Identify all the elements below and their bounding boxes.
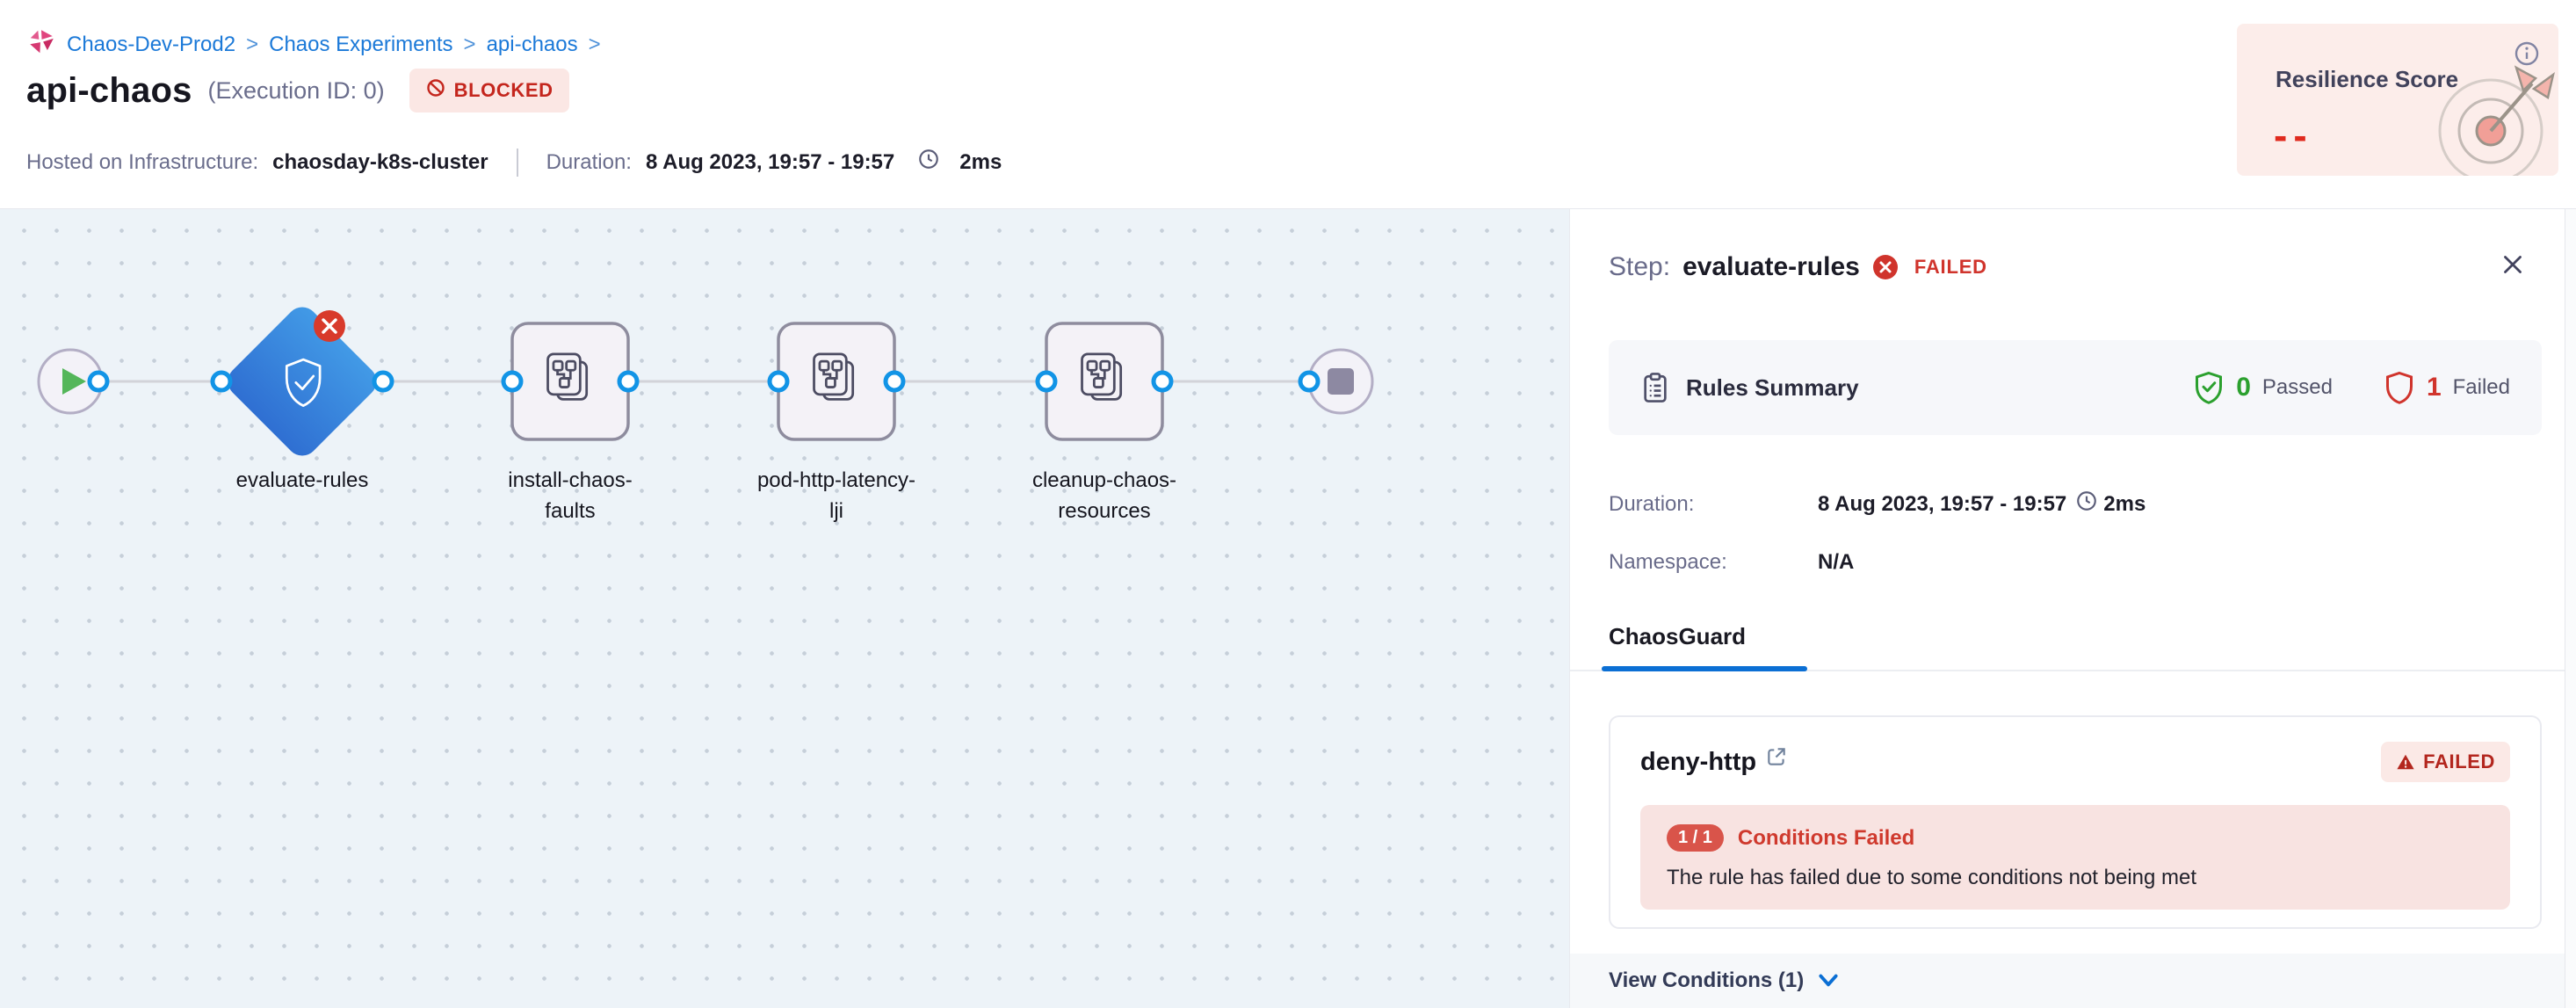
title-row: api-chaos (Execution ID: 0) BLOCKED — [26, 69, 569, 112]
step-duration-row: Duration: 8 Aug 2023, 19:57 - 19:57 2ms — [1609, 489, 2145, 519]
failed-label: Failed — [2452, 375, 2510, 399]
status-badge-blocked: BLOCKED — [409, 69, 569, 112]
experiment-meta-row: Hosted on Infrastructure: chaosday-k8s-c… — [26, 148, 1002, 177]
rules-summary-title: Rules Summary — [1686, 373, 1859, 401]
duration-label: Duration: — [546, 149, 632, 174]
duration-value: 8 Aug 2023, 19:57 - 19:57 — [645, 149, 895, 174]
shield-fail-icon — [2384, 370, 2415, 405]
rules-summary-card: Rules Summary 0 Passed 1 F — [1609, 340, 2542, 435]
blocked-icon — [425, 77, 446, 104]
clipboard-icon — [1640, 371, 1670, 404]
rules-passed-summary: 0 Passed — [2193, 370, 2333, 405]
node-label-evaluate-rules: evaluate-rules — [235, 468, 369, 492]
step-duration-label: Duration: — [1609, 491, 1695, 516]
shield-check-icon — [285, 358, 322, 407]
rule-name[interactable]: deny-http — [1640, 747, 1757, 776]
page-title: api-chaos — [26, 70, 192, 110]
resilience-score-title: Resilience Score — [2276, 66, 2459, 92]
info-icon[interactable] — [2513, 40, 2541, 72]
infra-label: Hosted on Infrastructure: — [26, 149, 259, 174]
node-label-install-chaos-faults: install-chaos- faults — [508, 468, 633, 523]
namespace-label: Namespace: — [1609, 550, 1727, 574]
chaos-module-icon[interactable] — [26, 26, 56, 62]
step-label: Step: — [1609, 252, 1671, 281]
clock-icon — [917, 148, 940, 177]
error-badge-icon — [314, 310, 345, 342]
status-badge-label: BLOCKED — [453, 79, 554, 101]
play-icon — [62, 368, 86, 395]
resilience-score-card: Resilience Score -- — [2237, 24, 2558, 176]
rule-status-badge: FAILED — [2381, 742, 2510, 782]
breadcrumb: Chaos-Dev-Prod2 > Chaos Experiments > ap… — [26, 26, 601, 62]
resilience-score-value: -- — [2274, 112, 2313, 158]
external-link-icon[interactable] — [1765, 745, 1788, 772]
shield-pass-icon — [2193, 370, 2225, 405]
chaosguard-rule-card: deny-http FAILED — [1609, 715, 2542, 929]
step-namespace-row: Namespace: N/A — [1609, 550, 2145, 575]
chevron-down-icon — [1816, 970, 1841, 996]
step-duration-elapsed: 2ms — [2103, 491, 2146, 516]
fault-step-icon — [1081, 352, 1123, 401]
conditions-count-pill: 1 / 1 — [1667, 824, 1724, 852]
view-conditions-label: View Conditions (1) — [1609, 968, 1805, 992]
pipeline-node-evaluate-rules[interactable] — [221, 301, 383, 462]
node-label-cleanup-chaos-resources: cleanup-chaos- resources — [1031, 468, 1177, 523]
conditions-failed-title: Conditions Failed — [1737, 825, 1915, 850]
breadcrumb-separator: > — [588, 32, 601, 56]
divider — [516, 148, 518, 177]
conditions-failed-alert: 1 / 1 Conditions Failed The rule has fai… — [1640, 805, 2510, 910]
passed-count: 0 — [2236, 373, 2251, 402]
namespace-value: N/A — [1818, 550, 1855, 574]
rule-status-label: FAILED — [2423, 751, 2495, 772]
breadcrumb-separator: > — [246, 32, 259, 56]
passed-label: Passed — [2261, 375, 2333, 399]
failed-count: 1 — [2426, 373, 2442, 402]
panel-tabs: ChaosGuard — [1570, 623, 2565, 671]
rules-failed-summary: 1 Failed — [2384, 370, 2510, 405]
page-header: Chaos-Dev-Prod2 > Chaos Experiments > ap… — [0, 0, 2576, 208]
tab-chaosguard[interactable]: ChaosGuard — [1601, 623, 1808, 671]
pipeline-node-pod-http-latency[interactable] — [777, 322, 896, 441]
execution-id: (Execution ID: 0) — [207, 76, 385, 104]
breadcrumb-separator: > — [463, 32, 476, 56]
pipeline-ports — [87, 370, 1321, 393]
step-meta: Duration: 8 Aug 2023, 19:57 - 19:57 2ms … — [1609, 489, 2145, 606]
pipeline-node-install-chaos-faults[interactable] — [510, 322, 630, 441]
infra-value: chaosday-k8s-cluster — [272, 149, 488, 174]
warning-icon — [2396, 752, 2415, 772]
duration-elapsed: 2ms — [959, 149, 1002, 174]
view-conditions-toggle[interactable]: View Conditions (1) — [1570, 954, 2565, 1008]
breadcrumb-experiments[interactable]: Chaos Experiments — [269, 32, 453, 56]
pipeline-canvas[interactable]: evaluate-rules install-chaos- faults pod… — [0, 208, 1569, 1008]
pipeline-node-cleanup-chaos-resources[interactable] — [1045, 322, 1164, 441]
step-status-badge: FAILED — [1914, 256, 1987, 278]
fault-step-icon — [546, 352, 589, 401]
clock-icon — [2075, 489, 2098, 519]
step-name: evaluate-rules — [1682, 252, 1860, 281]
node-label-pod-http-latency: pod-http-latency- lji — [756, 468, 916, 523]
step-header: Step: evaluate-rules FAILED — [1609, 252, 1987, 282]
step-details-panel: Step: evaluate-rules FAILED — [1569, 208, 2576, 1008]
fault-step-icon — [813, 352, 855, 401]
conditions-failed-message: The rule has failed due to some conditio… — [1667, 866, 2197, 889]
step-duration-value: 8 Aug 2023, 19:57 - 19:57 — [1818, 491, 2067, 516]
close-icon[interactable] — [2499, 250, 2527, 283]
scrollbar-track[interactable] — [2565, 0, 2576, 1008]
stop-icon — [1328, 368, 1354, 395]
rule-title-row: deny-http FAILED — [1640, 742, 2510, 782]
target-icon — [2425, 50, 2558, 176]
conditions-failed-header: 1 / 1 Conditions Failed — [1667, 824, 2484, 852]
breadcrumb-experiment[interactable]: api-chaos — [486, 32, 578, 56]
pipeline-graph — [37, 301, 1374, 462]
breadcrumb-project[interactable]: Chaos-Dev-Prod2 — [67, 32, 236, 56]
failed-circle-icon — [1872, 254, 1899, 280]
